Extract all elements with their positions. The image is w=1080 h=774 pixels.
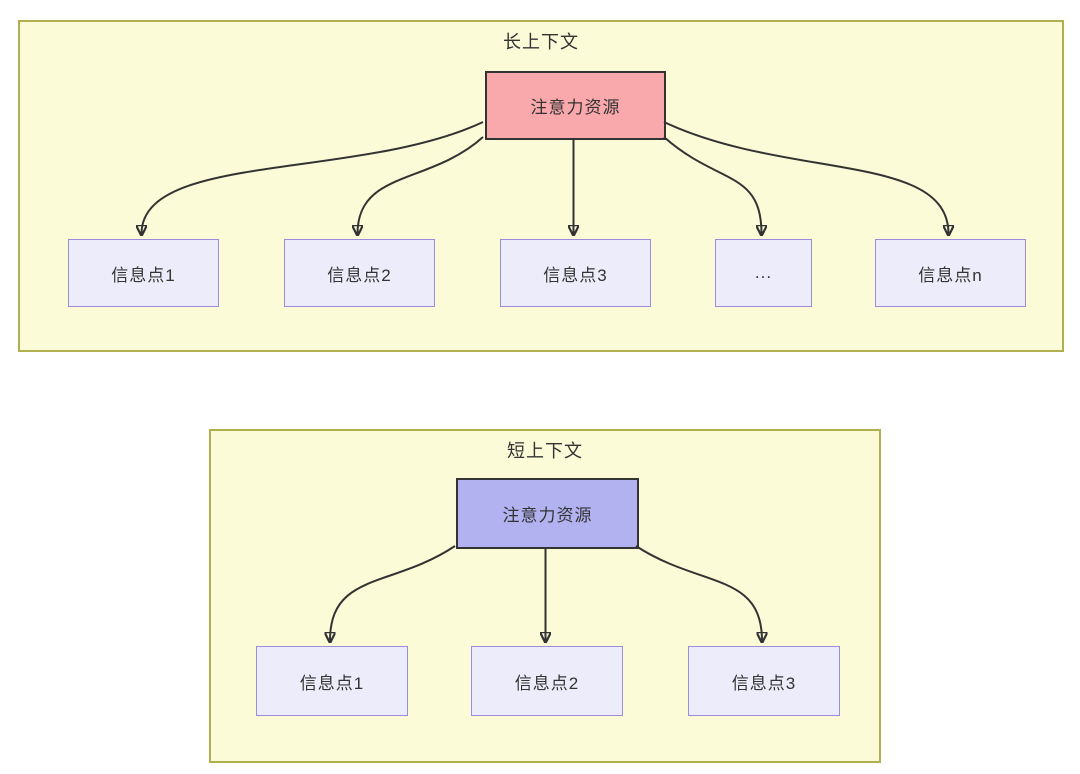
info-node-short-3: 信息点3 bbox=[688, 646, 840, 716]
info-node-long-n: 信息点n bbox=[875, 239, 1026, 307]
info-node-long-2: 信息点2 bbox=[284, 239, 435, 307]
info-node-long-1: 信息点1 bbox=[68, 239, 219, 307]
short-context-panel: 短上下文 注意力资源 信息点1 信息点2 信息点3 bbox=[209, 429, 881, 763]
short-context-title: 短上下文 bbox=[507, 441, 583, 461]
attention-node-short: 注意力资源 bbox=[456, 478, 639, 549]
attention-node-long: 注意力资源 bbox=[485, 71, 666, 140]
info-node-short-1: 信息点1 bbox=[256, 646, 408, 716]
info-node-short-2: 信息点2 bbox=[471, 646, 623, 716]
long-context-panel: 长上下文 注意力资源 信息点1 信息点2 信息点3 ... 信息点n bbox=[18, 20, 1064, 352]
info-node-long-3: 信息点3 bbox=[500, 239, 651, 307]
info-node-long-ellipsis: ... bbox=[715, 239, 812, 307]
long-context-title: 长上下文 bbox=[503, 32, 579, 52]
